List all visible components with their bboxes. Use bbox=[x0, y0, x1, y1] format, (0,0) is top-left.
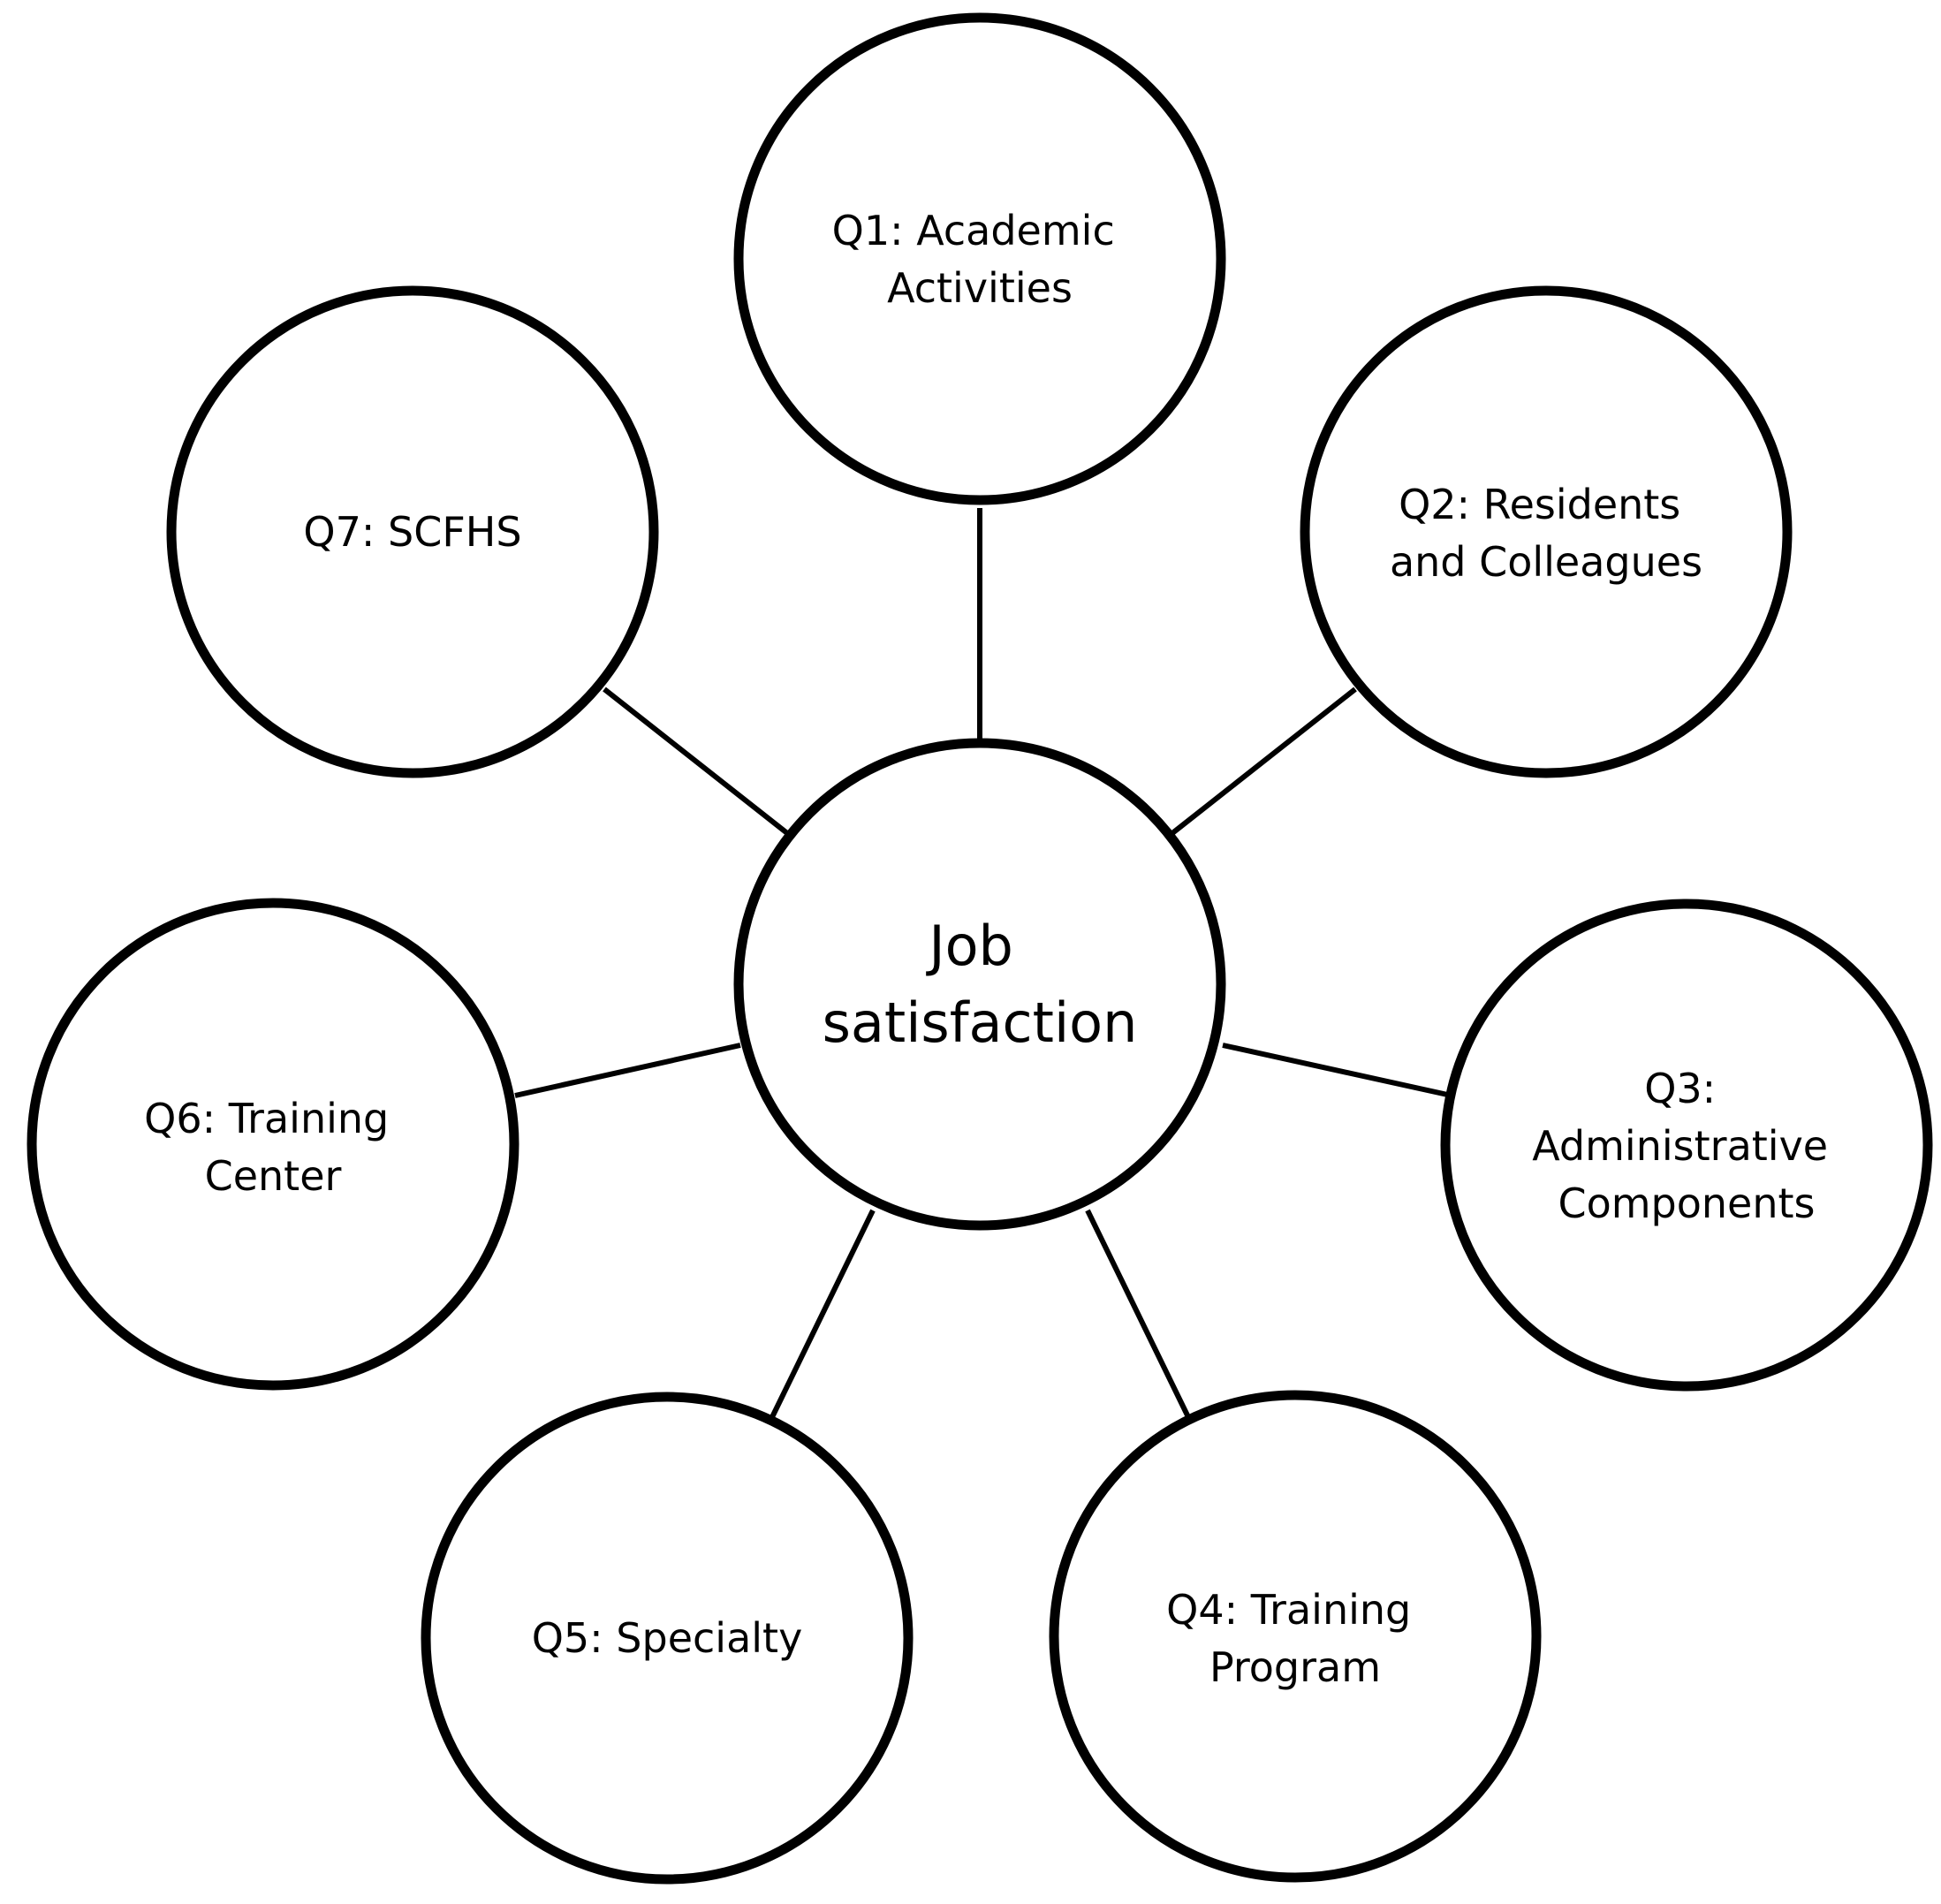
node-q5-label-line-1: Q5: Specialty bbox=[532, 1614, 803, 1662]
node-q3-label: Q3: Administrative Components bbox=[1532, 1065, 1840, 1227]
node-q3-label-line-2: Administrative bbox=[1532, 1122, 1828, 1170]
node-q5-specialty: Q5: Specialty bbox=[421, 1392, 914, 1885]
node-q2-label: Q2: Residents and Colleagues bbox=[1390, 481, 1702, 586]
node-q2-circle bbox=[1300, 285, 1793, 778]
node-q1-label: Q1: Academic Activities bbox=[832, 207, 1128, 312]
node-q1-label-line-1: Q1: Academic bbox=[832, 207, 1115, 254]
connector-q2 bbox=[1171, 687, 1357, 836]
node-q6-label: Q6: Training Center bbox=[144, 1095, 402, 1200]
center-label: Job satisfaction bbox=[823, 914, 1138, 1055]
node-q1-academic-activities: Q1: Academic Activities bbox=[733, 12, 1226, 505]
node-q2-residents-colleagues: Q2: Residents and Colleagues bbox=[1300, 285, 1793, 778]
node-q3-administrative-components: Q3: Administrative Components bbox=[1440, 899, 1933, 1392]
node-q7-circle bbox=[166, 285, 659, 778]
connector-q3 bbox=[1222, 1043, 1452, 1098]
node-q1-circle bbox=[733, 12, 1226, 505]
node-q7-scfhs: Q7: SCFHS bbox=[166, 285, 659, 778]
center-label-line-1: Job bbox=[925, 914, 1013, 978]
node-q4-circle bbox=[1049, 1390, 1542, 1883]
center-node-job-satisfaction: Job satisfaction bbox=[733, 738, 1226, 1231]
node-q3-circle bbox=[1440, 899, 1933, 1392]
node-q4-label: Q4: Training Program bbox=[1166, 1586, 1424, 1691]
connector-q6 bbox=[514, 1043, 741, 1098]
node-q3-label-line-3: Components bbox=[1558, 1180, 1815, 1227]
node-q1-label-line-2: Activities bbox=[887, 264, 1073, 312]
node-q5-label: Q5: Specialty bbox=[532, 1614, 803, 1662]
node-q6-training-center: Q6: Training Center bbox=[27, 898, 519, 1391]
node-q4-training-program: Q4: Training Program bbox=[1049, 1390, 1542, 1883]
node-q6-circle bbox=[27, 898, 519, 1391]
connector-q7 bbox=[603, 687, 789, 836]
connectors bbox=[514, 508, 1452, 1421]
node-q5-circle bbox=[421, 1392, 914, 1885]
connector-q4 bbox=[1085, 1209, 1192, 1421]
center-circle bbox=[733, 738, 1226, 1231]
node-q6-label-line-1: Q6: Training bbox=[144, 1095, 389, 1142]
connector-q5 bbox=[769, 1209, 876, 1421]
node-q2-label-line-1: Q2: Residents bbox=[1399, 481, 1680, 528]
node-q4-label-line-2: Program bbox=[1209, 1643, 1381, 1691]
center-label-line-2: satisfaction bbox=[823, 990, 1138, 1055]
node-q6-label-line-2: Center bbox=[205, 1152, 342, 1200]
node-q2-label-line-2: and Colleagues bbox=[1390, 538, 1702, 586]
node-q7-label-line-1: Q7: SCFHS bbox=[303, 508, 521, 556]
node-q3-label-line-1: Q3: bbox=[1644, 1065, 1716, 1112]
node-q4-label-line-1: Q4: Training bbox=[1166, 1586, 1411, 1634]
node-q7-label: Q7: SCFHS bbox=[303, 508, 521, 556]
